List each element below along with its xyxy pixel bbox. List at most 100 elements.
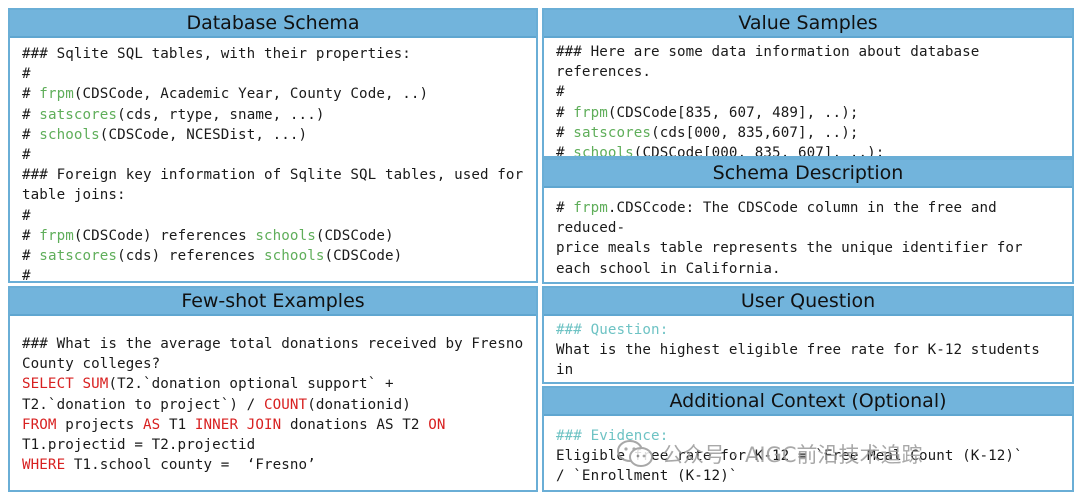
code-text: # [22,126,40,143]
code-line: WHERE T1.school county = ‘Fresno’ [22,455,524,475]
code-text: the schools in Alameda County? [556,383,815,384]
code-text: each school in California. [556,260,781,277]
code-line: ### What is the average total donations … [22,334,524,354]
code-text: price meals table represents the unique … [556,240,1023,257]
code-text: # [22,227,40,244]
code-text: ### Sqlite SQL tables, with their proper… [22,46,411,62]
code-text: # [556,104,574,121]
code-line: ### Foreign key information of Sqlite SQ… [22,165,524,185]
additional-context-panel: Additional Context (Optional) ### Eviden… [542,386,1074,492]
code-line: # satscores(cds) references schools(CDSC… [22,246,524,266]
code-text: / `Enrollment (K-12)` [556,468,738,485]
user-question-panel: User Question ### Question:What is the h… [542,286,1074,384]
code-text: donations AS T2 [281,416,429,433]
code-text: (cds) references [117,248,264,265]
code-token-green: frpm [39,86,74,103]
code-token-red: INNER JOIN [194,416,282,433]
schema-description-panel: Schema Description # frpm.CDSCcode: The … [542,158,1074,284]
code-token-green: frpm [39,227,74,244]
code-token-green: satscores [39,248,118,265]
code-line: # frpm(CDSCode, Academic Year, County Co… [22,84,524,104]
code-text: # [556,145,574,158]
code-text: # [22,86,40,103]
few-shot-examples-body: ### What is the average total donations … [10,316,536,479]
code-line: What is the highest eligible free rate f… [556,340,1060,380]
code-line: the schools in Alameda County? [556,381,1060,384]
code-line: # schools(CDSCode, NCESDist, ...) [22,125,524,145]
code-token-red: […] [556,281,582,282]
code-text: # [22,268,31,283]
code-token-green: satscores [39,106,118,123]
code-text: .CDSCcode: The CDSCode column in the fre… [556,200,1006,237]
additional-context-title: Additional Context (Optional) [544,388,1072,416]
code-text: (CDSCode) [324,248,403,265]
code-line: ### Question: [556,320,1060,340]
code-text: (CDSCode, Academic Year, County Code, ..… [73,86,429,103]
code-text: projects [56,416,143,433]
code-token-green: frpm [573,104,608,121]
code-text: # [22,106,40,123]
code-line: # [22,64,524,84]
code-token-red: SUM [82,376,109,393]
few-shot-examples-panel: Few-shot Examples ### What is the averag… [8,286,538,492]
code-text: (CDSCode, NCESDist, ...) [99,126,308,143]
code-line: # frpm(CDSCode) references schools(CDSCo… [22,226,524,246]
code-token-teal: ### Evidence: [556,428,669,444]
value-samples-title: Value Samples [544,10,1072,38]
code-line: County colleges? [22,354,524,374]
code-text: T1.projectid = T2.projectid [22,437,256,454]
code-text: ### Foreign key information of Sqlite SQ… [22,167,524,184]
code-line: T2.`donation to project`) / COUNT(donati… [22,395,524,415]
code-token-teal: ### Question: [556,322,669,338]
code-text: T1 [160,416,195,433]
code-line: Eligible free rate for K-12 = `Free Meal… [556,446,1060,466]
code-text: (donationid) [307,396,411,413]
code-text: table joins: [22,187,126,204]
database-schema-body: ### Sqlite SQL tables, with their proper… [10,38,536,283]
code-text: # [22,248,40,265]
code-line: # satscores(cds, rtype, sname, ...) [22,105,524,125]
code-token-red: WHERE [22,457,66,474]
code-text: # [22,66,31,83]
code-line: […] [556,279,1060,282]
code-token-green: schools [255,227,316,244]
code-text: ### Here are some data information about… [556,44,989,81]
code-token-red: COUNT [263,396,308,413]
code-text: County colleges? [22,356,161,373]
database-schema-panel: Database Schema ### Sqlite SQL tables, w… [8,8,538,283]
code-text: Eligible free rate for K-12 = `Free Meal… [556,448,1023,465]
code-token-green: schools [39,126,100,143]
code-line: # frpm(CDSCode[835, 607, 489], ..); [556,103,1060,123]
code-text: (CDSCode) [315,227,394,244]
database-schema-title: Database Schema [10,10,536,38]
code-text: # [22,147,31,164]
code-token-green: schools [573,145,634,158]
code-token-red: FROM [22,416,57,433]
code-line: # [22,145,524,165]
code-token-red: SELECT [22,376,74,393]
code-text: # [556,84,565,101]
code-token-green: satscores [573,124,652,141]
few-shot-examples-title: Few-shot Examples [10,288,536,316]
code-line: # satscores(cds[000, 835,607], ..); [556,123,1060,143]
code-text: (CDSCode[835, 607, 489], ..); [607,104,859,121]
code-text: ### What is the average total donations … [22,336,524,352]
code-line: # frpm.CDSCcode: The CDSCode column in t… [556,198,1060,238]
code-token-red: AS [143,416,161,433]
code-line: # [556,82,1060,102]
code-line: price meals table represents the unique … [556,238,1060,258]
code-line: ### Evidence: [556,426,1060,446]
code-text: T1.school county = ‘Fresno’ [65,457,316,474]
code-line: table joins: [22,185,524,205]
code-text: # [556,124,574,141]
code-text: (CDSCode) references [73,227,256,244]
additional-context-body: ### Evidence: Eligible free rate for K-12… [544,416,1072,490]
code-line: ### Sqlite SQL tables, with their proper… [22,44,524,64]
schema-description-title: Schema Description [544,160,1072,188]
code-line: each school in California. [556,259,1060,279]
value-samples-panel: Value Samples ### Here are some data inf… [542,8,1074,158]
code-text: (CDSCode[000, 835, 607], ..); [633,145,885,158]
code-token-green: frpm [573,200,608,216]
code-line: / `Enrollment (K-12)` [556,466,1060,486]
code-line: SELECT SUM(T2.`donation optional support… [22,374,524,394]
